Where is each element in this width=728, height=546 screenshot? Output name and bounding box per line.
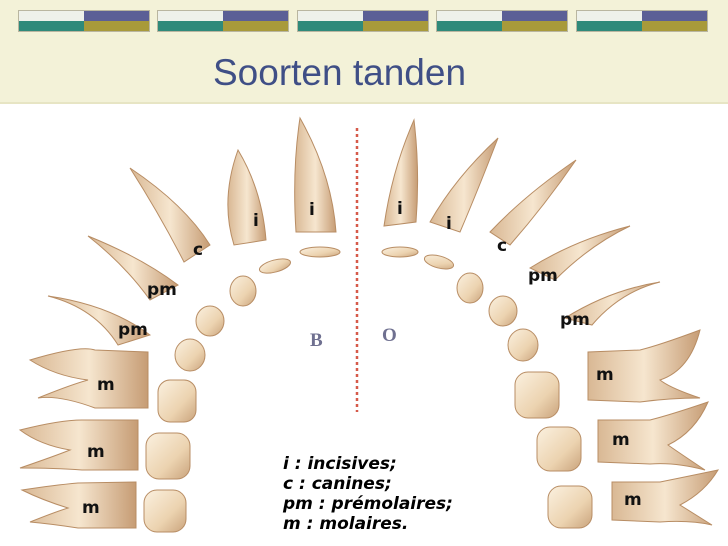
- premolar-tooth: [563, 281, 661, 326]
- molar-crown: [514, 371, 560, 419]
- side-label-right: O: [382, 325, 397, 346]
- label-incisor: i: [309, 200, 315, 220]
- label-incisor: i: [446, 214, 452, 234]
- molar-tooth: [587, 329, 701, 403]
- molar-crown: [145, 432, 191, 480]
- molar-tooth: [18, 419, 139, 471]
- canine-crown: [229, 275, 257, 307]
- premolar-crown: [174, 338, 206, 372]
- label-premolar: pm: [528, 266, 558, 286]
- incisor-crown: [381, 246, 419, 258]
- premolar-crown: [195, 305, 225, 337]
- legend: i : incisives; c : canines; pm : prémola…: [283, 454, 453, 534]
- side-label-left: B: [310, 330, 323, 351]
- incisor-tooth: [383, 118, 419, 227]
- incisor-crown: [299, 246, 341, 258]
- deco-bar: [157, 10, 289, 32]
- label-molar: m: [87, 442, 105, 462]
- deco-bar: [18, 10, 150, 32]
- label-premolar: pm: [118, 320, 148, 340]
- label-molar: m: [624, 490, 642, 510]
- incisor-tooth: [294, 116, 337, 233]
- incisor-crown: [258, 258, 292, 274]
- incisor-tooth: [227, 148, 267, 246]
- legend-item: pm : prémolaires;: [283, 494, 453, 514]
- label-incisor: i: [397, 199, 403, 219]
- deco-bar: [436, 10, 568, 32]
- premolar-crown: [488, 295, 518, 327]
- canine-tooth: [489, 159, 577, 246]
- premolar-tooth: [87, 235, 179, 301]
- label-canine: c: [193, 240, 203, 260]
- label-molar: m: [97, 375, 115, 395]
- incisor-tooth: [429, 137, 499, 233]
- molar-crown: [547, 485, 593, 529]
- header-divider: [0, 102, 728, 104]
- molar-crown: [157, 379, 197, 423]
- label-molar: m: [82, 498, 100, 518]
- label-molar: m: [612, 430, 630, 450]
- premolar-tooth: [47, 295, 152, 346]
- deco-bar: [576, 10, 708, 32]
- label-premolar: pm: [560, 310, 590, 330]
- molar-crown: [536, 426, 582, 472]
- molar-crown: [143, 489, 187, 533]
- label-premolar: pm: [147, 280, 177, 300]
- molar-tooth: [597, 401, 709, 471]
- canine-tooth: [129, 167, 211, 263]
- premolar-crown: [507, 328, 539, 362]
- canine-crown: [456, 272, 484, 304]
- molar-tooth: [20, 481, 137, 529]
- molar-tooth: [28, 348, 149, 409]
- page-title: Soorten tanden: [213, 52, 467, 93]
- molar-tooth: [611, 469, 720, 526]
- incisor-crown: [423, 254, 455, 270]
- header-band: Soorten tanden: [0, 0, 728, 103]
- legend-item: i : incisives;: [283, 454, 397, 474]
- label-canine: c: [497, 236, 507, 256]
- deco-bar: [297, 10, 429, 32]
- label-incisor: i: [253, 211, 259, 231]
- legend-item: c : canines;: [283, 474, 392, 494]
- label-molar: m: [596, 365, 614, 385]
- legend-item: m : molaires.: [283, 514, 409, 534]
- dental-arch-diagram: i i c pm pm m m m i i c pm pm m m m B O: [18, 116, 720, 533]
- premolar-tooth: [528, 225, 631, 281]
